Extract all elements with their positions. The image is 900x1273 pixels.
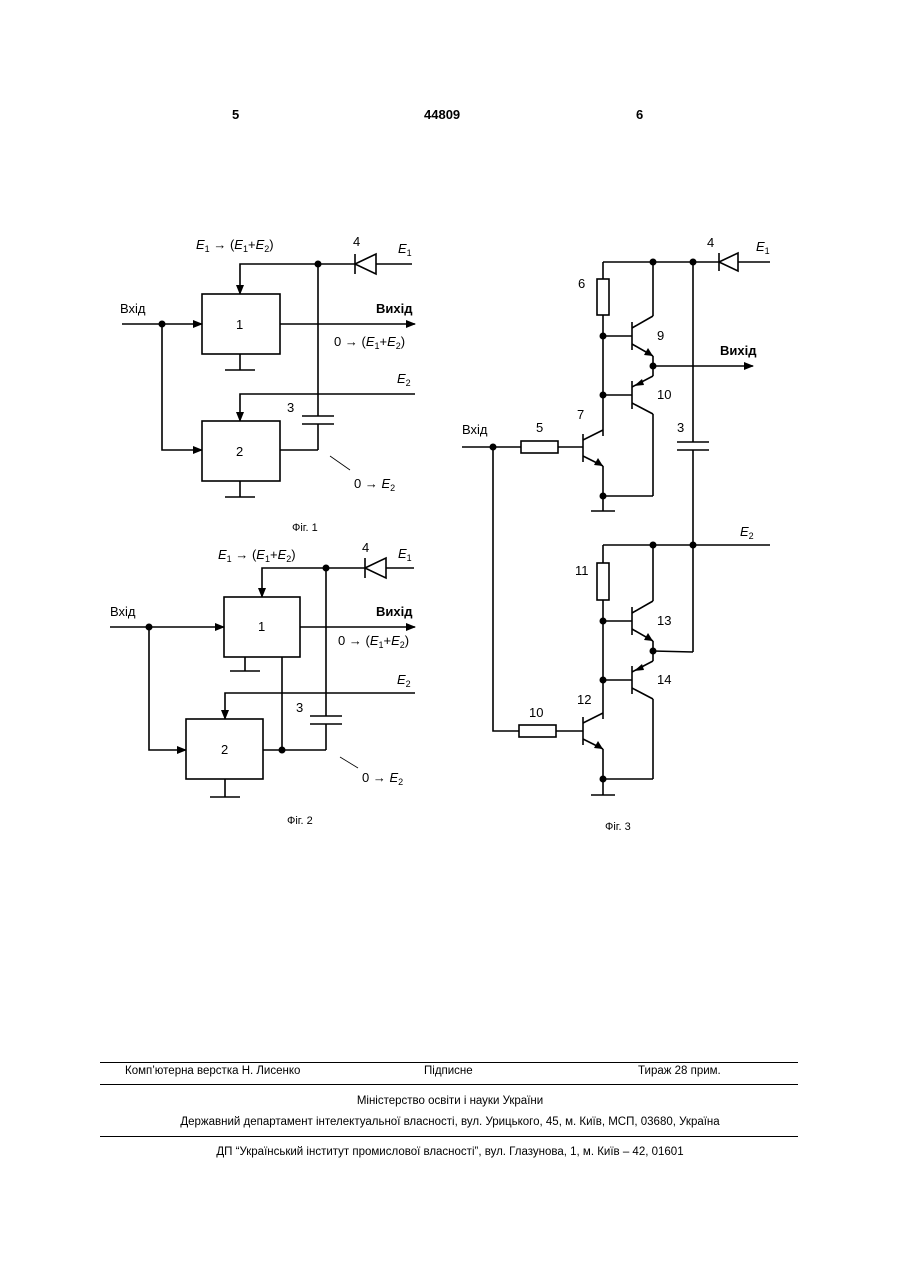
svg-text:0 → E2: 0 → E2 [354, 476, 395, 493]
figure-2-caption: Фіг. 2 [287, 815, 313, 827]
figure-3: 4 E1 6 9 Вихід 10 [462, 235, 770, 833]
svg-text:13: 13 [657, 613, 671, 628]
svg-text:Вихід: Вихід [720, 343, 757, 358]
footer-rule-2 [100, 1084, 798, 1085]
svg-text:12: 12 [577, 692, 591, 707]
svg-text:10: 10 [529, 705, 543, 720]
svg-text:0 → E2: 0 → E2 [362, 770, 403, 787]
svg-text:9: 9 [657, 328, 664, 343]
svg-text:E1 → (E1+E2): E1 → (E1+E2) [218, 547, 296, 564]
svg-text:10: 10 [657, 387, 671, 402]
figure-1: E1 → (E1+E2) 4 E1 3 1 Вхід Вихід 0 → (E1… [120, 234, 415, 534]
svg-text:E1: E1 [398, 546, 412, 563]
block-1-label: 1 [236, 317, 243, 332]
diode-label: 4 [353, 234, 360, 249]
svg-text:E1 → (E1+E2): E1 → (E1+E2) [196, 237, 274, 254]
svg-text:2: 2 [221, 742, 228, 757]
svg-text:E1: E1 [398, 241, 412, 258]
svg-text:14: 14 [657, 672, 671, 687]
footer-rule-1 [100, 1062, 798, 1063]
svg-text:E2: E2 [397, 371, 411, 388]
svg-text:11: 11 [575, 563, 589, 578]
svg-text:7: 7 [577, 407, 584, 422]
footer-ministry: Міністерство освіти і науки України [0, 1095, 900, 1107]
svg-text:6: 6 [578, 276, 585, 291]
svg-text:Вхід: Вхід [110, 604, 136, 619]
figure-3-caption: Фіг. 3 [605, 821, 631, 833]
footer-institute: ДП “Український інститут промислової вла… [0, 1146, 900, 1158]
svg-text:Вхід: Вхід [462, 422, 488, 437]
footer-rule-3 [100, 1136, 798, 1137]
output-label: Вихід [376, 301, 413, 316]
footer-layout: Комп’ютерна верстка Н. Лисенко [125, 1065, 300, 1077]
svg-text:E2: E2 [397, 672, 411, 689]
footer-signed: Підписне [424, 1065, 473, 1077]
capacitor-label: 3 [287, 400, 294, 415]
svg-text:0 → (E1+E2): 0 → (E1+E2) [334, 334, 405, 351]
svg-text:4: 4 [362, 540, 369, 555]
svg-text:0 → (E1+E2): 0 → (E1+E2) [338, 633, 409, 650]
input-label: Вхід [120, 301, 146, 316]
figures-drawing: E1 → (E1+E2) 4 E1 3 1 Вхід Вихід 0 → (E1… [0, 0, 900, 900]
svg-text:5: 5 [536, 420, 543, 435]
svg-text:E1: E1 [756, 239, 770, 256]
svg-text:E2: E2 [740, 524, 754, 541]
svg-text:3: 3 [677, 420, 684, 435]
figure-2: E1 → (E1+E2) 4 E1 3 1 Вхід Вихід 0 → (E1… [110, 540, 415, 827]
footer-department: Державний департамент інтелектуальної вл… [0, 1116, 900, 1128]
svg-text:1: 1 [258, 619, 265, 634]
svg-text:Вихід: Вихід [376, 604, 413, 619]
figure-1-caption: Фіг. 1 [292, 522, 318, 534]
svg-text:4: 4 [707, 235, 714, 250]
svg-text:3: 3 [296, 700, 303, 715]
footer-circulation: Тираж 28 прим. [638, 1065, 721, 1077]
block-2-label: 2 [236, 444, 243, 459]
